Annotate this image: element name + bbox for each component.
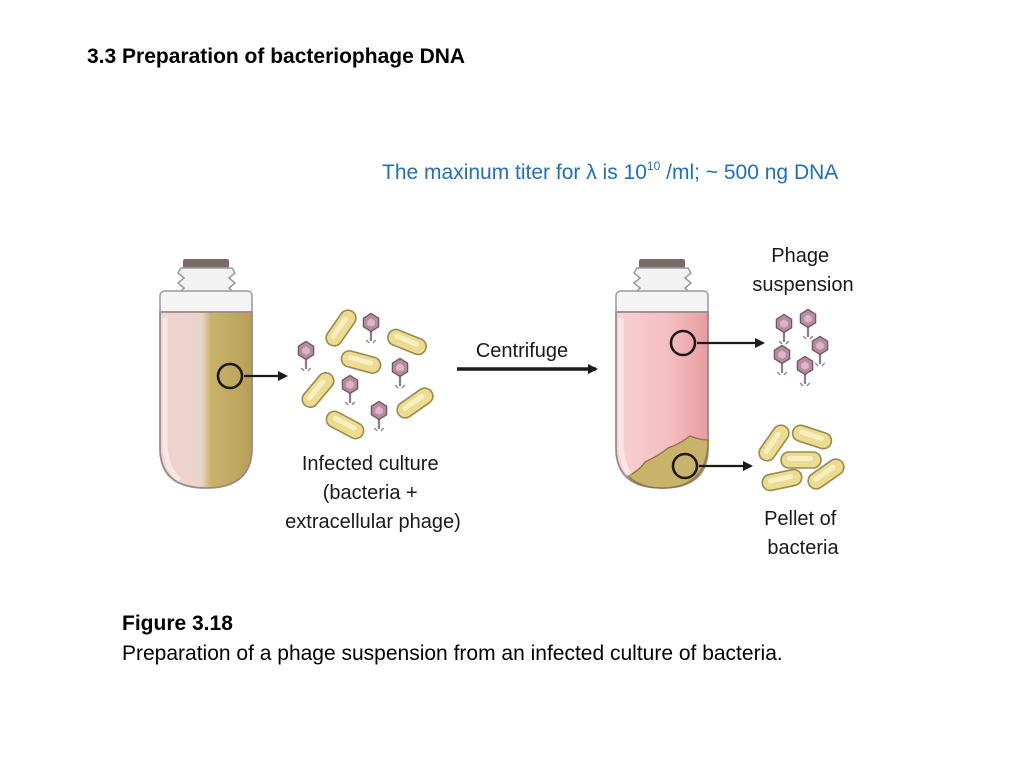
phage bbox=[362, 312, 380, 345]
tube-cap bbox=[639, 259, 685, 268]
bacterium bbox=[780, 451, 822, 469]
phage bbox=[796, 355, 814, 388]
centrifugation-diagram: Infected culture (bacteria + extracellul… bbox=[159, 245, 854, 559]
tube-thread bbox=[632, 267, 693, 293]
culture-liquid bbox=[159, 311, 253, 489]
phage bbox=[811, 335, 829, 368]
tube-thread bbox=[176, 267, 237, 293]
bacterium bbox=[298, 368, 338, 412]
bacterial-pellet bbox=[626, 435, 709, 489]
culture-tube bbox=[159, 259, 288, 489]
centrifuge-label: Centrifuge bbox=[476, 340, 568, 362]
tube-cap bbox=[183, 259, 229, 268]
centrifuged-tube bbox=[615, 259, 765, 489]
phage bbox=[799, 308, 817, 341]
bacteria-pellet-cluster bbox=[755, 421, 848, 493]
phage bbox=[297, 340, 315, 373]
bacterium bbox=[789, 422, 835, 452]
infected-culture-cluster bbox=[297, 306, 437, 443]
figure-caption: Figure 3.18 Preparation of a phage suspe… bbox=[122, 609, 783, 669]
phage-suspension-label: Phage suspension bbox=[752, 245, 853, 296]
bacterium bbox=[393, 384, 437, 422]
titer-note-exponent: 10 bbox=[646, 159, 661, 173]
phage bbox=[341, 374, 359, 407]
bacterium bbox=[759, 467, 805, 493]
phage bbox=[773, 344, 791, 377]
bacterium bbox=[384, 326, 430, 358]
titer-note-suffix: /ml; ~ 500 ng DNA bbox=[660, 161, 839, 184]
bacterium bbox=[338, 348, 384, 376]
zoom-circle-supernatant bbox=[669, 329, 697, 357]
bacteria-pellet-label: Pellet of bacteria bbox=[764, 508, 842, 559]
titer-note: The maxinum titer for λ is 1010 /ml; ~ 5… bbox=[382, 159, 838, 185]
bacterium bbox=[322, 407, 368, 443]
phage bbox=[391, 357, 409, 390]
titer-note-prefix: The maxinum titer for λ is 10 bbox=[382, 161, 647, 184]
slide-title: 3.3 Preparation of bacteriophage DNA bbox=[87, 45, 466, 68]
zoom-circle bbox=[216, 362, 244, 390]
phage bbox=[370, 400, 388, 433]
phage bbox=[775, 313, 793, 346]
figure-label: Figure 3.18 bbox=[122, 612, 233, 635]
phage-suspension-cluster bbox=[773, 308, 829, 388]
bacterium bbox=[322, 306, 360, 350]
zoom-circle-pellet bbox=[671, 452, 699, 480]
infected-culture-label: Infected culture (bacteria + extracellul… bbox=[285, 453, 461, 533]
figure-caption-text: Preparation of a phage suspension from a… bbox=[122, 642, 783, 665]
